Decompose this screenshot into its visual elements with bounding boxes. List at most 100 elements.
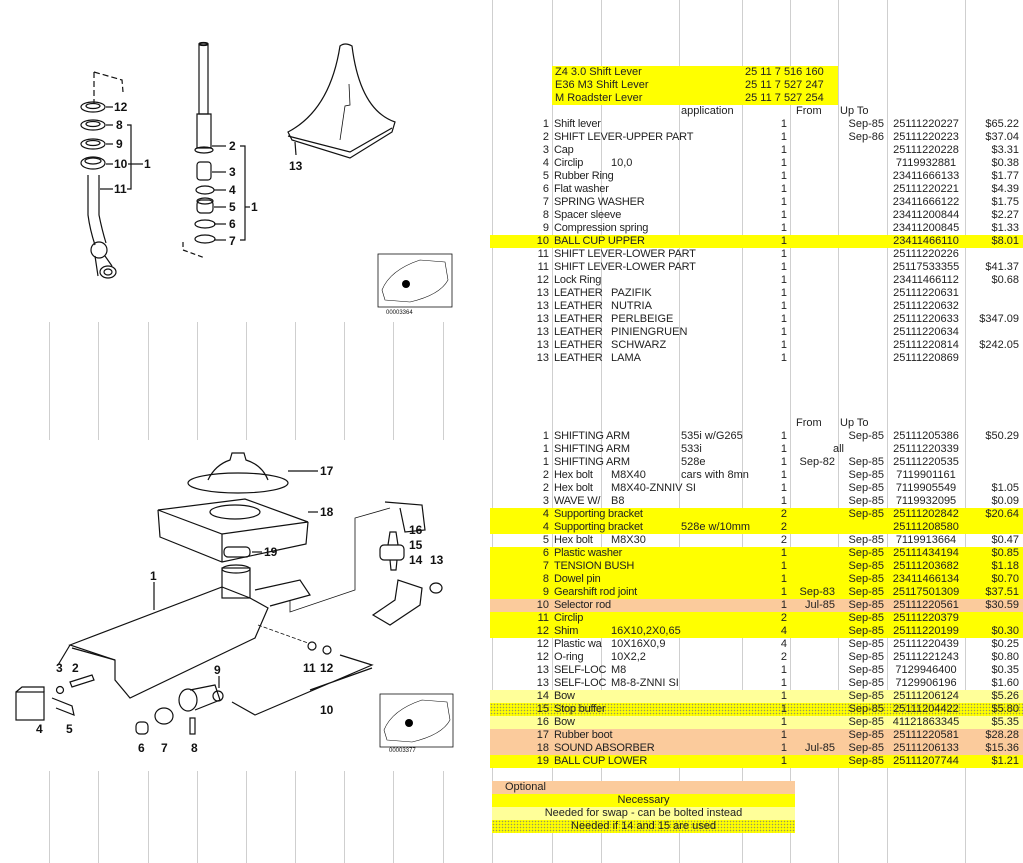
- price-cell[interactable]: $3.31: [991, 144, 1019, 156]
- quantity-cell[interactable]: 1: [780, 664, 787, 676]
- spec-cell[interactable]: PERLBEIGE: [611, 313, 674, 325]
- price-cell[interactable]: $30.59: [985, 599, 1019, 611]
- price-cell[interactable]: $0.85: [991, 547, 1019, 559]
- description-cell[interactable]: Supporting bracket: [554, 521, 643, 533]
- upto-date-cell[interactable]: Sep-85: [848, 573, 884, 585]
- part-number-cell[interactable]: 23411466134: [892, 573, 960, 585]
- quantity-cell[interactable]: 1: [780, 599, 787, 611]
- description-cell[interactable]: Hex bolt: [554, 534, 593, 546]
- part-number-cell[interactable]: 25111220439: [893, 638, 959, 650]
- part-number-cell[interactable]: 7129946400: [895, 664, 957, 676]
- description-cell[interactable]: LEATHER: [554, 339, 603, 351]
- lever-name-cell[interactable]: Z4 3.0 Shift Lever: [555, 66, 642, 78]
- item-number-cell[interactable]: 12: [536, 651, 549, 663]
- upto-date-cell[interactable]: Sep-85: [848, 690, 884, 702]
- part-number-cell[interactable]: 25111220228: [893, 144, 959, 156]
- upto-date-cell[interactable]: Sep-85: [848, 482, 884, 494]
- description-cell[interactable]: Plastic wa: [554, 638, 602, 650]
- quantity-cell[interactable]: 2: [780, 508, 787, 520]
- quantity-cell[interactable]: 1: [780, 144, 787, 156]
- quantity-cell[interactable]: 1: [780, 170, 787, 182]
- description-cell[interactable]: Plastic washer: [554, 547, 623, 559]
- item-number-cell[interactable]: 6: [542, 183, 549, 195]
- description-cell[interactable]: SHIFT LEVER-UPPER PART: [554, 131, 694, 143]
- description-cell[interactable]: SHIFTING ARM: [554, 443, 630, 455]
- description-cell[interactable]: Spacer sleeve: [554, 209, 622, 221]
- part-number-cell[interactable]: 25111203682: [893, 560, 959, 572]
- quantity-cell[interactable]: 1: [780, 261, 787, 273]
- item-number-cell[interactable]: 13: [536, 352, 549, 364]
- part-number-cell[interactable]: 23411466112: [893, 274, 959, 286]
- description-cell[interactable]: Bow: [554, 690, 575, 702]
- item-number-cell[interactable]: 11: [537, 261, 549, 273]
- spec-cell[interactable]: M8-8-ZNNI SI: [611, 677, 679, 689]
- price-cell[interactable]: $0.68: [991, 274, 1019, 286]
- item-number-cell[interactable]: 15: [536, 703, 549, 715]
- quantity-cell[interactable]: 1: [780, 755, 787, 767]
- part-number-cell[interactable]: 25111220561: [893, 599, 959, 611]
- legend-label[interactable]: Necessary: [617, 794, 670, 806]
- part-number-cell[interactable]: 25111220221: [893, 183, 959, 195]
- description-cell[interactable]: LEATHER: [554, 352, 603, 364]
- upto-date-cell[interactable]: Sep-85: [848, 560, 884, 572]
- description-cell[interactable]: WAVE W/: [554, 495, 601, 507]
- part-number-cell[interactable]: 25117501309: [892, 586, 960, 598]
- description-cell[interactable]: TENSION BUSH: [554, 560, 635, 572]
- quantity-cell[interactable]: 1: [780, 209, 787, 221]
- quantity-cell[interactable]: 1: [780, 287, 787, 299]
- price-cell[interactable]: $347.09: [979, 313, 1019, 325]
- item-number-cell[interactable]: 2: [542, 131, 549, 143]
- part-number-cell[interactable]: 25111220631: [893, 287, 959, 299]
- description-cell[interactable]: Lock Ring: [554, 274, 602, 286]
- quantity-cell[interactable]: 1: [780, 326, 787, 338]
- price-cell[interactable]: $41.37: [985, 261, 1019, 273]
- quantity-cell[interactable]: 1: [780, 235, 787, 247]
- part-number-cell[interactable]: 23411200845: [892, 222, 960, 234]
- part-number-cell[interactable]: 23411466110: [893, 235, 959, 247]
- spec-cell[interactable]: 10X16X0,9: [611, 638, 666, 650]
- part-number-cell[interactable]: 41121863345: [892, 716, 960, 728]
- upto-date-cell[interactable]: Sep-85: [848, 599, 884, 611]
- part-number-cell[interactable]: 25111434194: [893, 547, 959, 559]
- upto-date-cell[interactable]: Sep-86: [848, 131, 884, 143]
- part-number-cell[interactable]: 25111206133: [893, 742, 959, 754]
- upto-date-cell[interactable]: Sep-85: [848, 742, 884, 754]
- description-cell[interactable]: Hex bolt: [554, 469, 593, 481]
- price-cell[interactable]: $8.01: [991, 235, 1019, 247]
- description-cell[interactable]: Cap: [554, 144, 574, 156]
- item-number-cell[interactable]: 11: [537, 248, 549, 260]
- quantity-cell[interactable]: 1: [780, 183, 787, 195]
- quantity-cell[interactable]: 4: [780, 625, 787, 637]
- description-cell[interactable]: Shift lever: [554, 118, 601, 130]
- upto-date-cell[interactable]: Sep-85: [848, 430, 884, 442]
- lever-name-cell[interactable]: M Roadster Lever: [555, 92, 643, 104]
- item-number-cell[interactable]: 1: [542, 443, 549, 455]
- price-cell[interactable]: $0.25: [991, 638, 1019, 650]
- from-date-cell[interactable]: Jul-85: [805, 599, 835, 611]
- header-upto[interactable]: Up To: [840, 417, 869, 429]
- price-cell[interactable]: $0.38: [991, 157, 1019, 169]
- upto-date-cell[interactable]: Sep-85: [848, 677, 884, 689]
- spec-cell[interactable]: PAZIFIK: [611, 287, 652, 299]
- upto-date-cell[interactable]: Sep-85: [848, 586, 884, 598]
- part-number-cell[interactable]: 25111220379: [893, 612, 959, 624]
- item-number-cell[interactable]: 4: [542, 521, 549, 533]
- description-cell[interactable]: SHIFT LEVER-LOWER PART: [554, 261, 696, 273]
- quantity-cell[interactable]: 1: [780, 742, 787, 754]
- header-from[interactable]: From: [796, 417, 822, 429]
- quantity-cell[interactable]: 2: [780, 521, 787, 533]
- spec-cell[interactable]: M8X40-ZNNIV SI: [611, 482, 696, 494]
- price-cell[interactable]: $1.33: [991, 222, 1019, 234]
- item-number-cell[interactable]: 2: [542, 482, 549, 494]
- quantity-cell[interactable]: 1: [780, 729, 787, 741]
- part-number-cell[interactable]: 25111221243: [893, 651, 959, 663]
- upto-date-cell[interactable]: Sep-85: [848, 755, 884, 767]
- part-number-cell[interactable]: 25117533355: [892, 261, 960, 273]
- part-number-cell[interactable]: 25111220632: [893, 300, 959, 312]
- spec-cell[interactable]: M8X40: [611, 469, 646, 481]
- quantity-cell[interactable]: 1: [780, 560, 787, 572]
- spec-cell[interactable]: M8X30: [611, 534, 646, 546]
- header-application[interactable]: application: [681, 105, 734, 117]
- quantity-cell[interactable]: 1: [780, 495, 787, 507]
- price-cell[interactable]: $4.39: [991, 183, 1019, 195]
